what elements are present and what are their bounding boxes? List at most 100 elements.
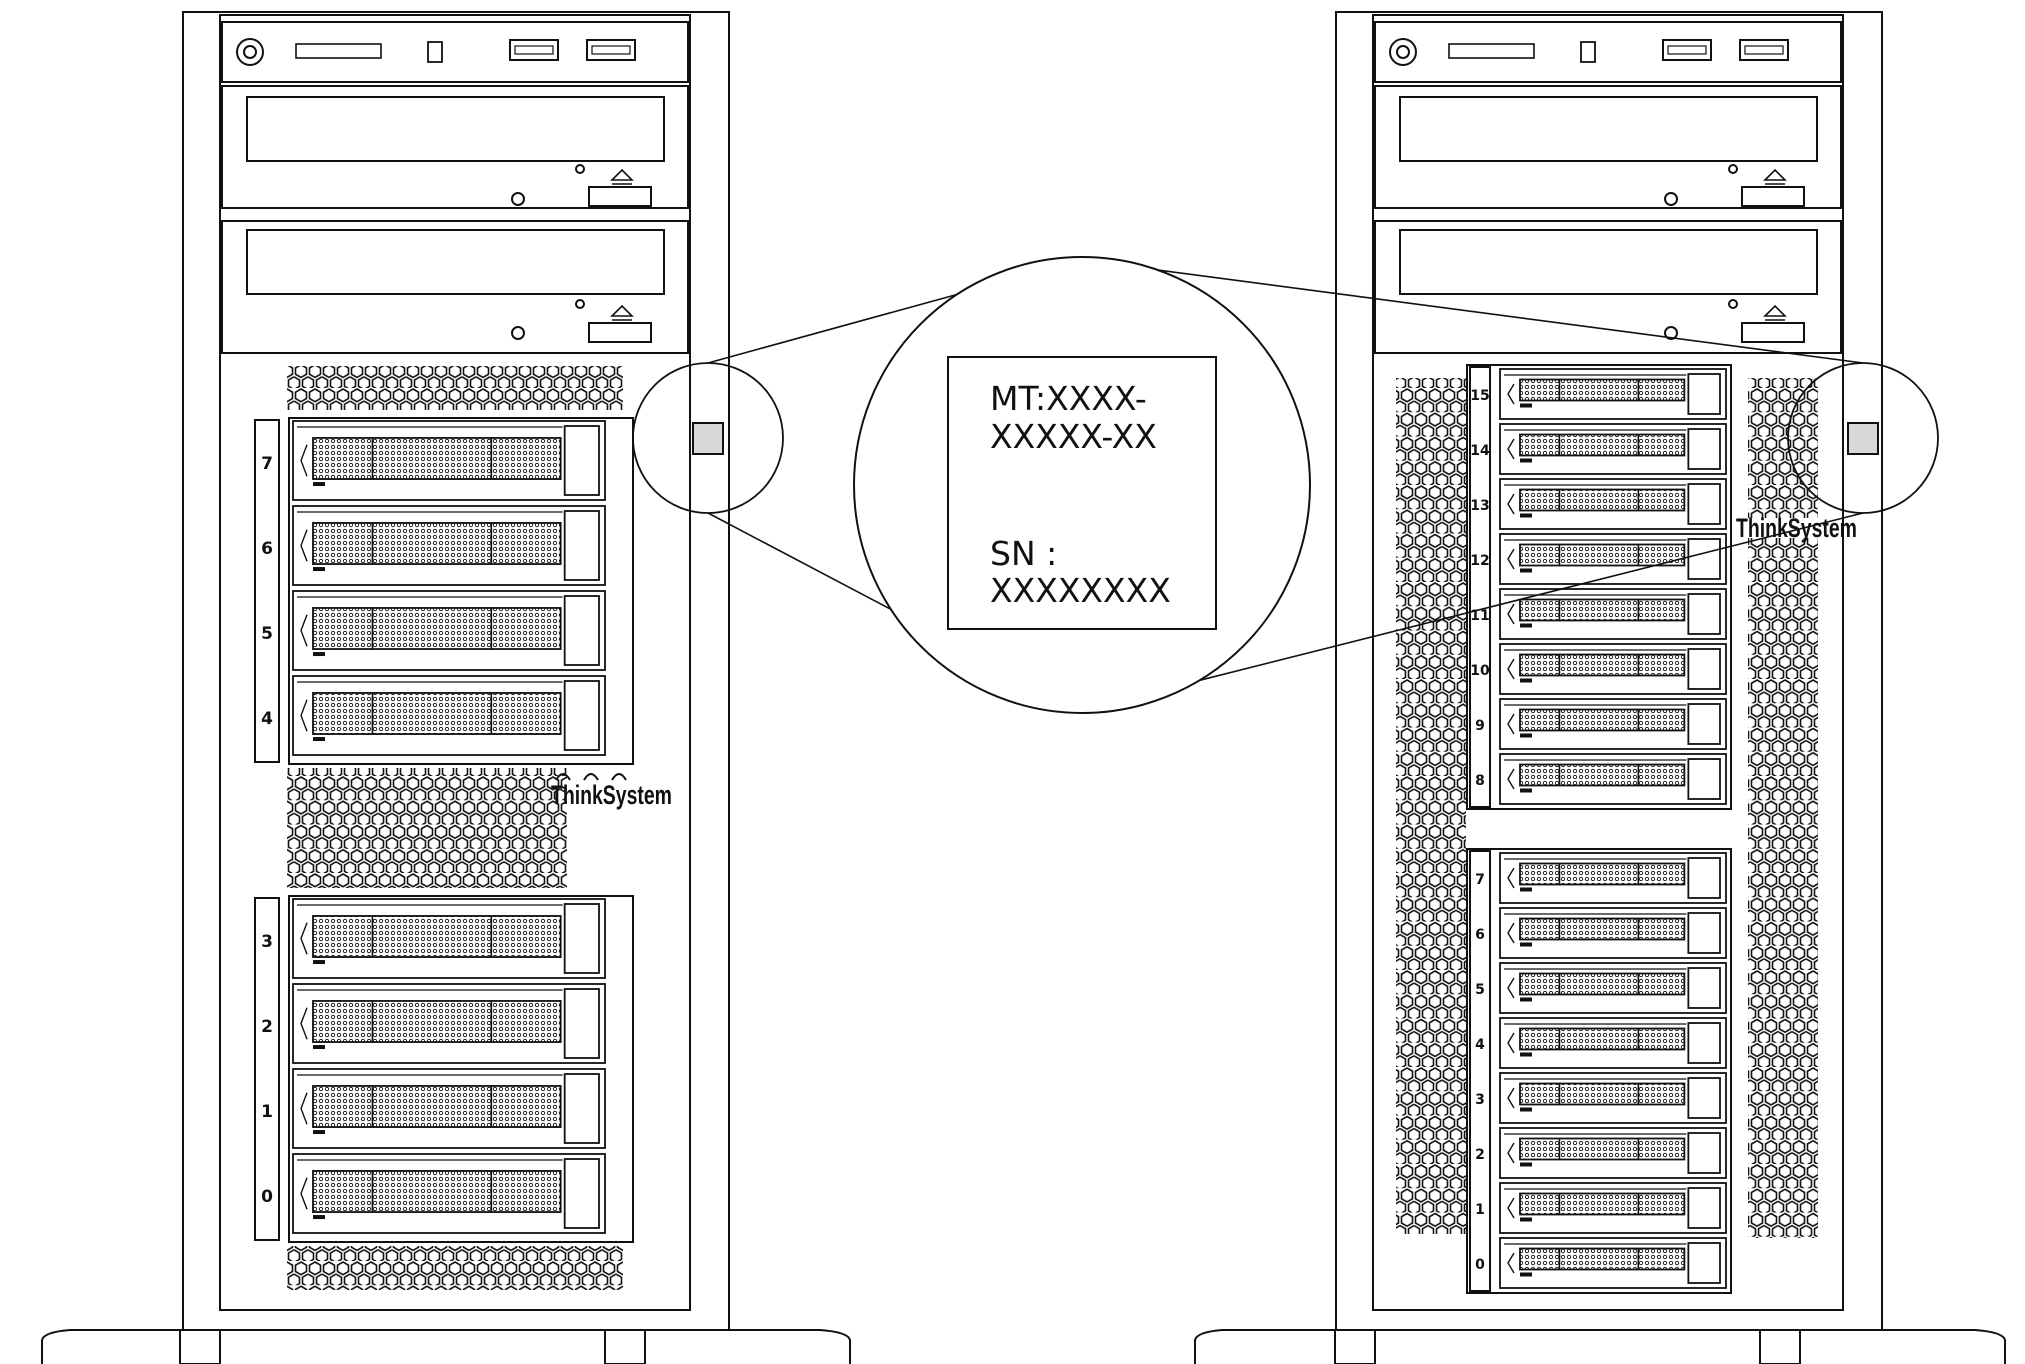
bay-number: 6	[1475, 927, 1485, 943]
drive-status-led	[1520, 458, 1532, 463]
drive-release-arrow-icon	[300, 1092, 308, 1125]
drive-handle	[563, 1158, 600, 1229]
bay-number: 0	[261, 1187, 273, 1207]
drive-mesh	[1519, 1137, 1686, 1161]
drive-bay	[1499, 478, 1727, 530]
right-power-button-icon	[1389, 38, 1417, 66]
drive-release-arrow-icon	[1507, 1142, 1515, 1164]
drive-status-led	[1520, 678, 1532, 683]
drive-release-arrow-icon	[1507, 658, 1515, 680]
bay-number: 6	[261, 539, 273, 559]
drive-status-led	[1520, 403, 1532, 408]
drive-release-arrow-icon	[1507, 438, 1515, 460]
bay-number: 7	[261, 454, 273, 474]
drive-status-led	[1520, 733, 1532, 738]
drive-bay	[1499, 1017, 1727, 1069]
callout-line-right-top	[1081, 259, 1864, 364]
drive-release-arrow-icon	[300, 1177, 308, 1210]
bay-number: 12	[1470, 553, 1489, 569]
drive-handle	[1687, 483, 1721, 525]
drive-mesh	[1519, 488, 1686, 512]
drive-handle	[1687, 1132, 1721, 1174]
bay-number: 13	[1470, 498, 1489, 514]
drive-release-arrow-icon	[300, 444, 308, 477]
drive-mesh	[1519, 763, 1686, 787]
drive-handle	[563, 988, 600, 1059]
left-bay-label-strip-upper	[254, 419, 280, 763]
drive-bay	[1499, 1182, 1727, 1234]
drive-status-led	[313, 567, 325, 572]
drive-bay	[1499, 962, 1727, 1014]
left-list-icon	[427, 41, 443, 63]
bay-number: 5	[1475, 982, 1485, 998]
drive-mesh	[1519, 917, 1686, 941]
bay-number: 4	[261, 709, 273, 729]
drive-mesh	[1519, 1082, 1686, 1106]
drive-mesh	[312, 522, 562, 565]
left-bay-cage-lower	[288, 895, 634, 1243]
drive-release-arrow-icon	[1507, 603, 1515, 625]
drive-bay	[1499, 588, 1727, 640]
drive-handle	[563, 425, 600, 496]
drive-mesh	[312, 607, 562, 650]
drive-release-arrow-icon	[1507, 713, 1515, 735]
drive-bay	[1499, 1237, 1727, 1289]
drive-release-arrow-icon	[1507, 1087, 1515, 1109]
drive-handle	[1687, 1022, 1721, 1064]
drive-mesh	[1519, 708, 1686, 732]
right-eject-button-1	[1741, 186, 1805, 207]
drive-status-led	[313, 1045, 325, 1050]
drive-handle	[563, 903, 600, 974]
drive-release-arrow-icon	[1507, 768, 1515, 790]
drive-mesh	[1519, 378, 1686, 402]
drive-bay	[292, 420, 606, 501]
drive-handle	[1687, 648, 1721, 690]
left-status-leds-icon	[295, 43, 382, 59]
drive-mesh	[1519, 1247, 1686, 1271]
drive-status-led	[1520, 513, 1532, 518]
drive-bay	[292, 898, 606, 979]
drive-release-arrow-icon	[300, 529, 308, 562]
right-server-id-tag	[1847, 422, 1879, 455]
left-server-foot-block-left	[179, 1329, 221, 1364]
drive-bay	[292, 1068, 606, 1149]
bay-number: 9	[1475, 718, 1485, 734]
drive-mesh	[1519, 972, 1686, 996]
drive-status-led	[313, 1215, 325, 1220]
drive-status-led	[1520, 1272, 1532, 1277]
drive-mesh	[1519, 653, 1686, 677]
bay-number: 14	[1470, 443, 1490, 459]
bay-number: 15	[1470, 388, 1489, 404]
drive-status-led	[1520, 1162, 1532, 1167]
drive-status-led	[1520, 1107, 1532, 1112]
drive-mesh	[312, 915, 562, 958]
right-usb2-port	[1662, 39, 1712, 61]
drive-bay	[292, 1153, 606, 1234]
right-vent-right	[1748, 378, 1818, 518]
left-brand-logo: ThinkSystem	[551, 780, 672, 810]
drive-bay	[1499, 698, 1727, 750]
right-list-icon	[1580, 41, 1596, 63]
left-server-id-tag	[692, 422, 724, 455]
drive-bay	[292, 675, 606, 756]
drive-handle	[1687, 538, 1721, 580]
left-vent-middle	[287, 768, 567, 888]
drive-handle	[1687, 857, 1721, 899]
drive-bay	[292, 983, 606, 1064]
drive-bay	[1499, 643, 1727, 695]
drive-bay	[1499, 852, 1727, 904]
bay-number: 3	[1475, 1092, 1485, 1108]
drive-release-arrow-icon	[1507, 383, 1515, 405]
drive-bay	[1499, 423, 1727, 475]
left-brand-arcs	[555, 773, 627, 781]
drive-mesh	[312, 437, 562, 480]
left-server-control-panel	[221, 21, 689, 83]
left-server-bezel	[219, 14, 691, 1311]
drive-status-led	[1520, 997, 1532, 1002]
bay-number: 1	[261, 1102, 273, 1122]
right-bay-cage-upper	[1466, 364, 1732, 810]
bay-number: 10	[1470, 663, 1490, 679]
right-usb3-port	[1739, 39, 1789, 61]
drive-mesh	[1519, 1192, 1686, 1216]
